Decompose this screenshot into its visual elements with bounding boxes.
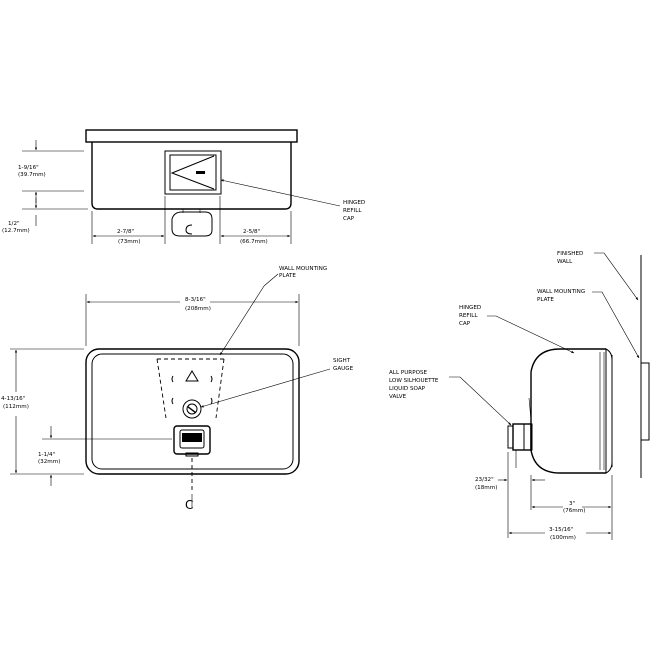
side-view: FINISHED WALL WALL MOUNTING PLATE HINGED… xyxy=(389,251,650,541)
side-valve-dim-mm: (18mm) xyxy=(475,485,497,491)
top-offset-dim-mm: (12.7mm) xyxy=(2,228,30,234)
cap-triangle xyxy=(170,155,215,190)
side-valve-callout-1: ALL PURPOSE xyxy=(389,370,428,376)
side-depth-dim-mm: (76mm) xyxy=(563,508,585,514)
top-cap-callout-1: HINGED xyxy=(343,200,365,206)
top-height-dim: 1-9/16" xyxy=(18,165,39,171)
side-total-dim: 3-15/16" xyxy=(549,527,574,533)
cap-slot xyxy=(196,171,205,174)
top-cap-callout-2: REFILL xyxy=(343,208,362,214)
top-cap-callout-3: CAP xyxy=(343,216,355,222)
front-height-dim-mm: (112mm) xyxy=(3,404,29,410)
front-inner xyxy=(91,353,294,470)
front-plate-callout-1: WALL MOUNTING xyxy=(279,266,327,272)
side-cap-callout-2: REFILL xyxy=(459,313,478,319)
top-left-dim-mm: (73mm) xyxy=(118,239,140,245)
side-valve-callout-3: LIQUID SOAP xyxy=(389,386,426,392)
sight-gauge xyxy=(182,399,202,419)
fill-triangle-icon xyxy=(185,370,199,382)
front-outer xyxy=(85,348,300,475)
front-valve-dim-mm: (32mm) xyxy=(38,459,60,465)
side-total-dim-mm: (100mm) xyxy=(550,535,576,541)
side-valve xyxy=(512,423,532,451)
cap-outline xyxy=(164,150,222,195)
front-plate-callout-2: PLATE xyxy=(279,273,296,279)
side-valve-dim: 23/32" xyxy=(475,477,494,483)
top-right-dim: 2-5/8" xyxy=(243,229,261,235)
side-depth-dim: 3" xyxy=(569,501,576,507)
front-height-dim: 4-13/16" xyxy=(1,396,26,402)
side-plate-callout-2: PLATE xyxy=(537,297,554,303)
side-plate-callout-1: WALL MOUNTING xyxy=(537,289,585,295)
wall-mounting-plate xyxy=(641,362,650,441)
front-centerline: C xyxy=(185,498,193,512)
top-left-dim: 2-7/8" xyxy=(117,229,135,235)
top-view-lower-body xyxy=(91,142,292,210)
side-cap-callout-3: CAP xyxy=(459,321,471,327)
top-view: 1-9/16" (39.7mm) 1/2" (12.7mm) 2-7/8" (7… xyxy=(2,129,365,245)
front-valve-dim: 1-1/4" xyxy=(38,452,56,458)
top-right-dim-mm: (66.7mm) xyxy=(240,239,268,245)
front-valve xyxy=(173,425,211,455)
front-gauge-callout-1: SIGHT xyxy=(333,358,351,364)
side-cap-callout-1: HINGED xyxy=(459,305,481,311)
side-body xyxy=(530,348,606,474)
top-view-valve xyxy=(171,211,213,237)
side-wall-callout-2: WALL xyxy=(557,259,573,265)
cap-window xyxy=(169,154,217,191)
front-view: 8-3/16" (208mm) 4-13/16" (112mm) 1-1/4" … xyxy=(1,266,354,512)
top-offset-dim: 1/2" xyxy=(8,221,20,227)
front-width-dim: 8-3/16" xyxy=(185,297,206,303)
front-width-dim-mm: (208mm) xyxy=(185,306,211,312)
top-height-dim-mm: (39.7mm) xyxy=(18,172,46,178)
side-valve-callout-2: LOW SILHOUETTE xyxy=(389,378,439,384)
side-valve-callout-4: VALVE xyxy=(389,394,407,400)
top-view-body xyxy=(85,129,298,143)
side-wall-callout-1: FINISHED xyxy=(557,251,583,257)
front-gauge-callout-2: GAUGE xyxy=(333,366,354,372)
